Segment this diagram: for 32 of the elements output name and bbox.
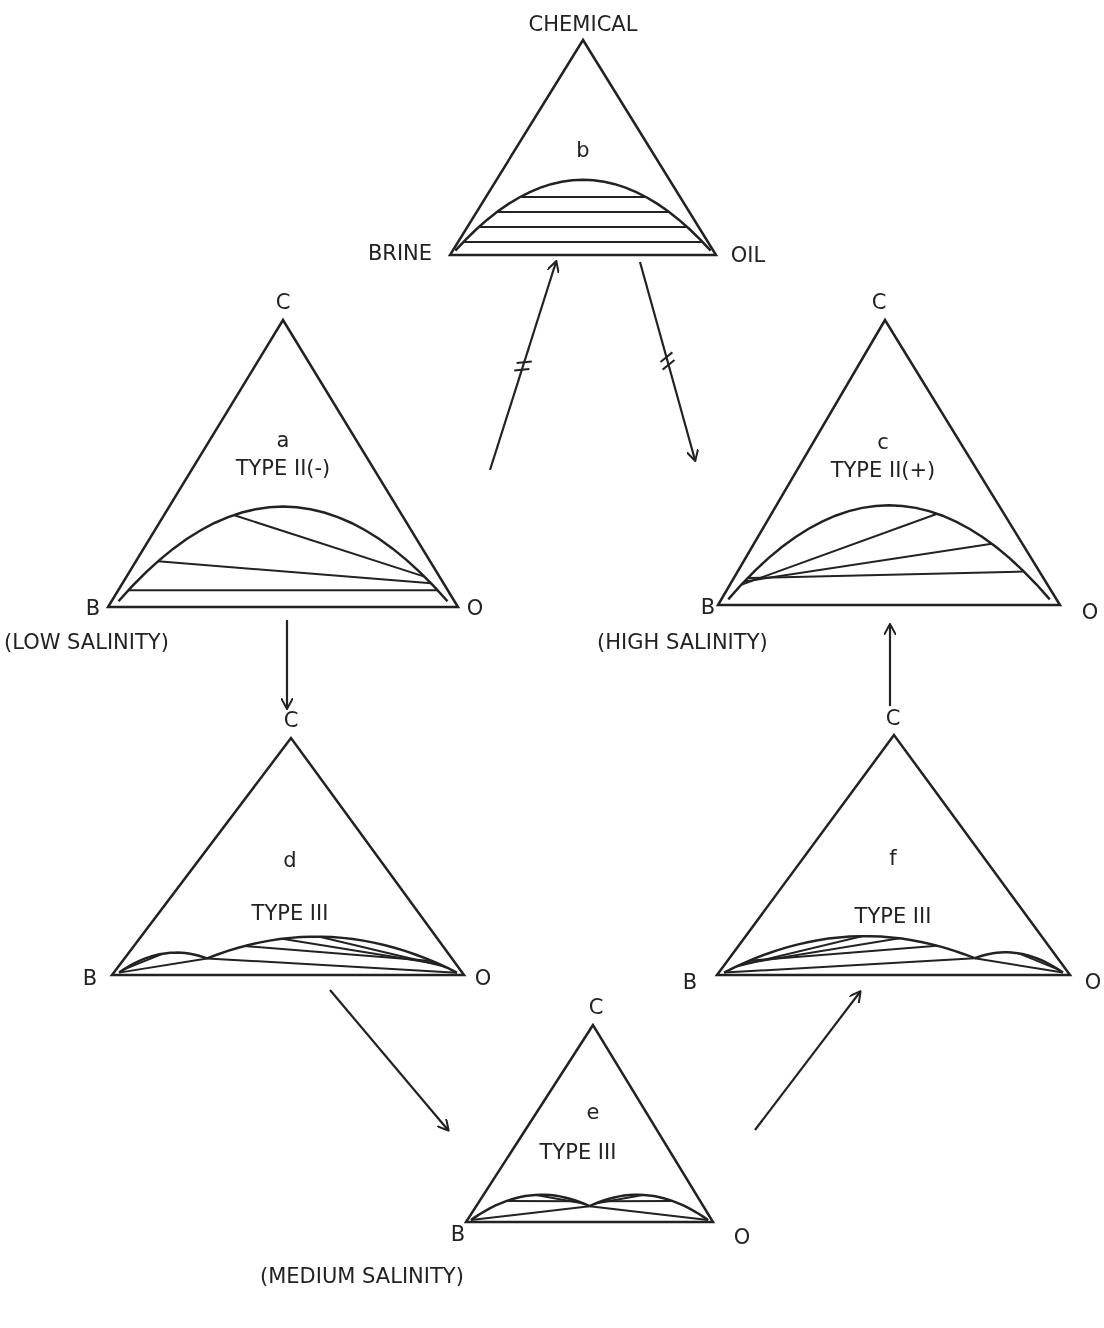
vertex-label: BRINE bbox=[367, 242, 433, 264]
salinity-label: (MEDIUM SALINITY) bbox=[260, 1265, 464, 1287]
vertex-label: C bbox=[871, 291, 887, 313]
apex-label: CHEMICAL bbox=[528, 13, 638, 35]
panel-letter: c bbox=[877, 431, 889, 453]
panel-letter: d bbox=[283, 849, 297, 871]
vertex-label: B bbox=[85, 597, 101, 619]
vertex-label: C bbox=[885, 707, 901, 729]
vertex-label: O bbox=[474, 967, 492, 989]
phase-type-label: TYPE II(-) bbox=[235, 457, 331, 479]
phase-type-label: TYPE III bbox=[251, 902, 329, 924]
phase-type-label: TYPE III bbox=[854, 905, 932, 927]
vertex-label: O bbox=[1081, 601, 1099, 623]
vertex-label: B bbox=[682, 971, 698, 993]
phase-type-label: TYPE III bbox=[539, 1141, 617, 1163]
vertex-label: B bbox=[450, 1223, 466, 1245]
salinity-label: (HIGH SALINITY) bbox=[597, 631, 768, 653]
panel-letter: a bbox=[276, 429, 290, 451]
vertex-label: B bbox=[700, 596, 716, 618]
panel-letter: e bbox=[586, 1101, 600, 1123]
panel-letter: f bbox=[889, 847, 897, 869]
panel-letter: b bbox=[576, 139, 590, 161]
phase-type-label: TYPE II(+) bbox=[830, 459, 936, 481]
vertex-label: B bbox=[82, 967, 98, 989]
vertex-label: O bbox=[733, 1226, 751, 1248]
salinity-label: (LOW SALINITY) bbox=[4, 631, 169, 653]
vertex-label: OIL bbox=[730, 244, 766, 266]
vertex-label: C bbox=[588, 996, 604, 1018]
vertex-label: C bbox=[275, 291, 291, 313]
vertex-label: O bbox=[1084, 971, 1102, 993]
vertex-label: C bbox=[283, 709, 299, 731]
vertex-label: O bbox=[466, 597, 484, 619]
